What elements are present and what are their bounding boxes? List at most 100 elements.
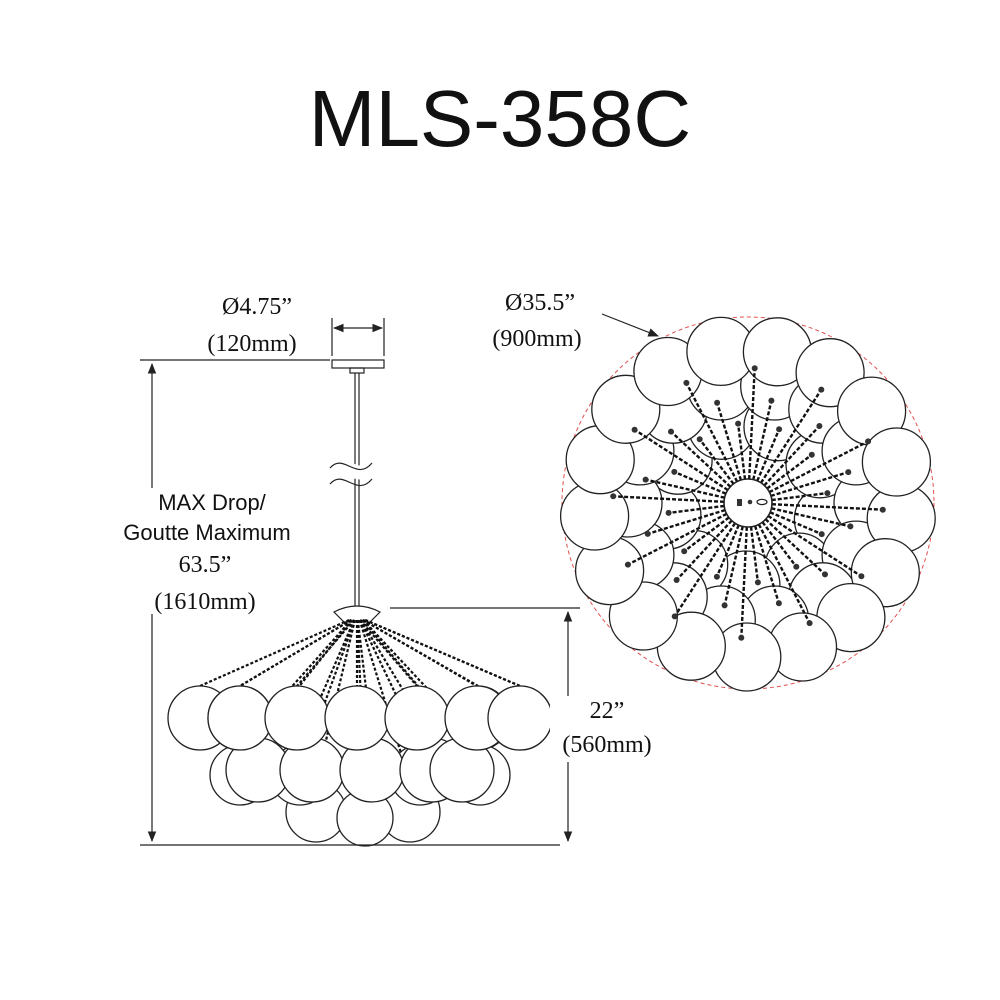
top-arm (766, 453, 813, 490)
top-arm (675, 519, 733, 581)
side-arm (314, 619, 357, 783)
top-arm (740, 526, 748, 638)
socket-cap (845, 469, 852, 476)
diameter-dimension: Ø35.5” (900mm) (492, 290, 660, 352)
socket-cap (806, 620, 813, 627)
socket-cap (818, 531, 825, 538)
side-arm (364, 618, 521, 688)
socket-cap (818, 386, 825, 393)
diameter-imperial: Ø35.5” (505, 290, 575, 316)
top-arm (749, 526, 760, 583)
socket-cap (858, 573, 865, 580)
socket-cap (610, 493, 617, 500)
top-arm (771, 507, 851, 528)
socket-cap (822, 571, 828, 578)
socket-cap (644, 530, 651, 537)
socket-cap (713, 573, 720, 580)
top-arm (761, 521, 798, 568)
side-view (167, 359, 553, 847)
canopy-diameter-text: Ø4.75” (222, 294, 292, 320)
top-arm (771, 491, 828, 502)
diameter-metric: (900mm) (492, 326, 581, 352)
top-arm (673, 522, 737, 618)
top-arm (756, 428, 781, 482)
socket-cap (738, 634, 745, 641)
side-globe (264, 685, 330, 751)
socket-cap (735, 420, 742, 427)
top-arm (715, 402, 743, 481)
top-arm (770, 470, 849, 498)
body-height-imperial: 22” (590, 698, 625, 724)
top-arm (752, 400, 773, 480)
max-drop-dimension: MAX Drop/ Goutte Maximum 63.5” (1610mm) (112, 359, 560, 846)
side-arm (310, 619, 356, 739)
top-arm (613, 495, 725, 503)
socket-cap (714, 399, 721, 406)
socket-cap (665, 509, 672, 516)
socket-cap (751, 365, 758, 372)
side-globes (167, 685, 553, 847)
max-drop-label-en: MAX Drop/ (158, 490, 266, 515)
side-arm (239, 619, 352, 746)
socket-cap (681, 548, 688, 555)
break-symbol (324, 451, 390, 480)
top-arm (670, 430, 732, 488)
top-arm (736, 423, 747, 480)
max-drop-imperial: 63.5” (179, 552, 232, 578)
top-arm (768, 440, 869, 494)
socket-cap (808, 451, 815, 458)
socket-cap (865, 438, 872, 445)
overall-diameter-outline (561, 316, 935, 690)
side-arm (239, 619, 352, 687)
top-view (559, 316, 936, 692)
socket-cap (768, 397, 775, 404)
socket-cap (847, 523, 854, 530)
top-arm (668, 504, 725, 515)
side-globe (487, 685, 553, 751)
side-globe (207, 685, 273, 751)
top-arm (764, 518, 826, 576)
socket-cap (671, 613, 678, 620)
canopy-dimension: Ø4.75” (120mm) (207, 294, 385, 357)
top-arm (763, 425, 821, 487)
socket-cap (696, 436, 703, 443)
top-arm (723, 526, 744, 606)
side-globe (384, 685, 450, 751)
top-arm (627, 512, 728, 566)
top-arm (767, 514, 863, 578)
side-arm (359, 619, 433, 739)
body-height-metric: (560mm) (562, 732, 651, 758)
socket-cap (673, 577, 680, 583)
socket-cap (793, 563, 800, 570)
socket-cap (775, 600, 782, 607)
top-arm (673, 470, 727, 495)
body-height-dimension: 22” (560mm) (390, 607, 664, 843)
top-arm (683, 516, 730, 553)
socket-cap (879, 506, 886, 513)
socket-cap (776, 426, 783, 433)
hub (332, 605, 382, 623)
top-arm (771, 503, 883, 511)
top-arm (759, 388, 823, 484)
top-arm (769, 511, 823, 536)
side-arm (298, 619, 356, 746)
socket-cap (642, 476, 649, 483)
top-arm (647, 508, 726, 536)
top-arm (645, 478, 725, 499)
socket-cap (816, 423, 823, 429)
socket-cap (754, 579, 761, 586)
socket-cap (671, 468, 678, 475)
top-arm (748, 368, 756, 480)
socket-cap (683, 379, 690, 386)
top-globe (861, 427, 932, 497)
side-arm (239, 619, 352, 687)
max-drop-metric: (1610mm) (154, 589, 255, 615)
canopy-diameter-metric: (120mm) (207, 331, 296, 357)
side-arm (361, 619, 463, 739)
side-arm (359, 619, 418, 687)
top-arm (685, 382, 739, 483)
max-drop-label-fr: Goutte Maximum (123, 520, 291, 545)
top-arm (753, 525, 781, 604)
socket-cap (631, 426, 638, 433)
